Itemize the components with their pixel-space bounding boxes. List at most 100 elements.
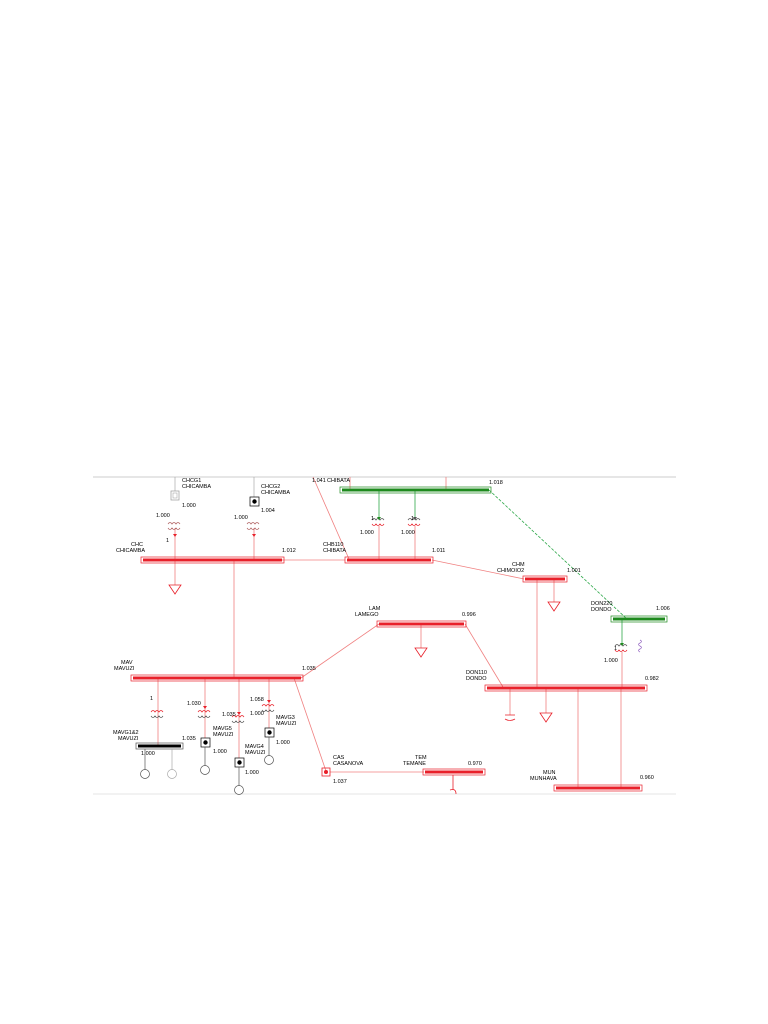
bus-chibata <box>339 486 492 494</box>
don110-code: DON110 <box>466 670 487 676</box>
lam-value: 0.996 <box>462 612 476 618</box>
bus-mun <box>553 784 643 792</box>
chb-t1-ratio: 1 <box>371 516 374 522</box>
transformer-icon <box>167 522 181 530</box>
load-arrow-icon <box>414 647 428 658</box>
cas-code: CAS <box>333 755 345 761</box>
load-arrow-icon <box>547 601 561 612</box>
don220-value: 1.006 <box>656 606 670 612</box>
transformer-icon <box>197 710 211 718</box>
chcg2-name: CHICAMBA <box>261 490 290 496</box>
cas-value: 1.037 <box>333 779 347 785</box>
bus-mav <box>130 674 304 682</box>
line-lam-don110 <box>464 623 504 688</box>
bus-tem <box>422 768 486 776</box>
transformer-icon <box>150 710 164 718</box>
bus-chb110 <box>344 556 434 564</box>
mavg5-code: MAVG5 <box>213 726 232 732</box>
tap-arrow-icon <box>173 534 177 537</box>
chibata-marker: 1.041 <box>312 478 326 484</box>
chim-name: CHIMOIO2 <box>497 568 524 574</box>
don110-name: DONDO <box>466 676 487 682</box>
chcg1-ratio: 1 <box>166 538 169 544</box>
transformer-icon <box>261 704 275 712</box>
chim-value: 1.001 <box>567 568 581 574</box>
chc-value: 1.012 <box>282 548 296 554</box>
bus-chim <box>522 575 568 583</box>
line-chibata-don220 <box>488 489 628 620</box>
mav-name: MAVUZI <box>114 666 135 672</box>
capacitor-icon <box>504 714 516 721</box>
mun-value: 0.960 <box>640 775 654 781</box>
tem-value: 0.970 <box>468 761 482 767</box>
tap-arrow-icon <box>237 712 241 715</box>
mavg3-value: 1.000 <box>250 711 264 717</box>
mun-name: MUNHAVA <box>530 776 557 782</box>
breaker-chcg2 <box>249 496 260 507</box>
mavg4-name: MAVUZI <box>245 750 266 756</box>
lam-name: LAMEGO <box>355 612 379 618</box>
mavg12-code: MAVG1&2 <box>113 730 139 736</box>
bus-lam <box>376 620 467 628</box>
reactor-coil-icon <box>638 639 642 653</box>
chb110-value: 1.011 <box>432 548 445 554</box>
lam-code: LAM <box>369 606 381 612</box>
chcg1-name: CHICAMBA <box>182 484 211 490</box>
mav-t4-tap: 1.058 <box>250 697 264 703</box>
chb-t2-ratio: 1 <box>411 516 414 522</box>
line-mav-lam <box>300 623 380 679</box>
tap-arrow-icon <box>267 700 271 703</box>
mavg12-value: 1.000 <box>141 751 155 757</box>
mavg5-value: 1.000 <box>213 749 227 755</box>
tem-name: TEMANE <box>403 761 426 767</box>
mav-t1-ratio: 1 <box>150 696 153 702</box>
transformer-icon <box>231 715 245 723</box>
mav-code: MAV <box>121 660 133 666</box>
chc-name: CHICAMBA <box>116 548 145 554</box>
load-arrow-icon <box>539 712 553 723</box>
mav-t2-tap: 1.030 <box>187 701 201 707</box>
breaker-mav-t3 <box>234 757 245 768</box>
line-top-to-chb110 <box>312 476 350 560</box>
don-t-tap: 1.000 <box>604 658 618 664</box>
generator-icon <box>140 769 150 779</box>
mav-value: 1.035 <box>302 666 316 672</box>
line-chb110-chim <box>431 559 525 580</box>
chibata-name: CHIBATA <box>327 478 350 484</box>
generator-icon <box>200 765 210 775</box>
mav-t3-tap: 1.035 <box>222 712 236 718</box>
tap-arrow-icon <box>377 517 381 520</box>
capacitor-icon <box>449 775 457 795</box>
mavg12-name: MAVUZI <box>118 736 139 742</box>
line-mav-cas <box>293 677 327 772</box>
bus-cas <box>321 767 331 777</box>
breaker-mav-t2 <box>200 737 211 748</box>
don220-code: DON220 <box>591 601 612 607</box>
mavg3-value-2: 1.000 <box>276 740 290 746</box>
tap-arrow-icon <box>413 517 417 520</box>
chb-t2-tap: 1.000 <box>401 530 415 536</box>
lines <box>157 476 623 788</box>
chb110-code: CHB110 <box>323 542 343 548</box>
mun-code: MUN <box>543 770 556 776</box>
bus-don110 <box>484 684 648 692</box>
chc-code: CHC <box>131 542 143 548</box>
chcg2-tap-b: 1.004 <box>261 508 275 514</box>
chibata-value: 1.018 <box>489 480 503 486</box>
tap-arrow-icon <box>203 706 207 709</box>
mavg4-code: MAVG4 <box>245 744 264 750</box>
generator-icon <box>264 755 274 765</box>
breaker-chcg1 <box>170 490 180 501</box>
generator-icon <box>234 785 244 795</box>
chcg1-tap-a: 1.000 <box>156 513 170 519</box>
chcg1-code: CHCG1 <box>182 478 201 484</box>
tap-arrow-icon <box>620 643 624 646</box>
chim-code: CHM <box>512 562 525 568</box>
cas-name: CASANOVA <box>333 761 363 767</box>
don-t-ratio: 1 <box>614 646 617 652</box>
transformer-icon <box>246 522 260 530</box>
mavg5-name: MAVUZI <box>213 732 234 738</box>
chb110-name: CHIBATA <box>323 548 346 554</box>
don110-value: 0.982 <box>645 676 659 682</box>
